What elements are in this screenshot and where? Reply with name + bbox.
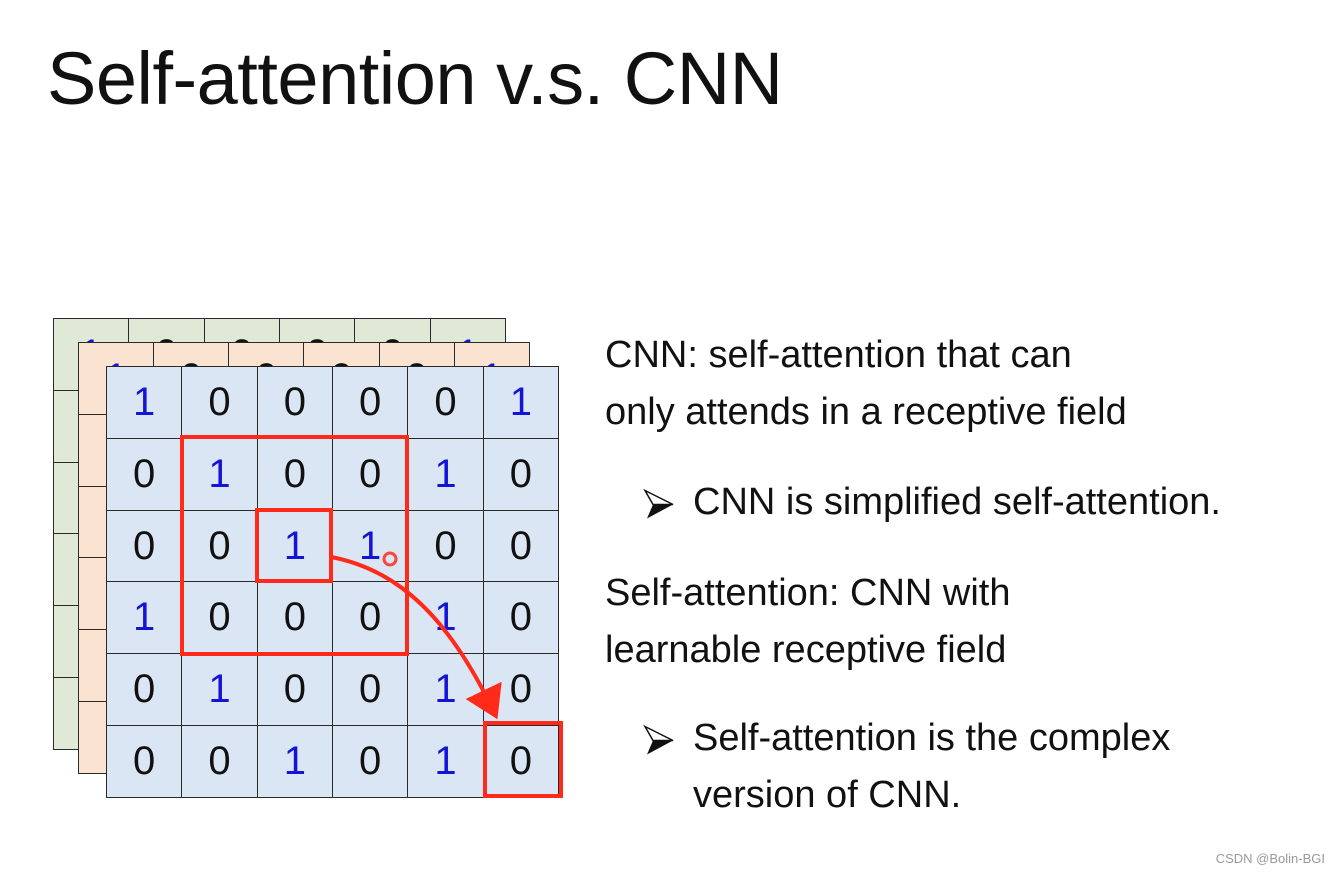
slide-title: Self-attention v.s. CNN <box>47 37 783 120</box>
matrix-cell: 0 <box>256 581 333 655</box>
matrix-cell: 0 <box>105 725 183 798</box>
matrix-cell: 0 <box>331 653 409 727</box>
matrix-cell: 1 <box>407 653 484 727</box>
matrix-cell: 1 <box>256 509 333 583</box>
matrix-cell: 1 <box>482 366 560 439</box>
matrix-cell: 0 <box>181 725 258 798</box>
bullet-cnn-simplified: CNN is simplified self-attention. <box>643 474 1221 531</box>
matrix-cell: 0 <box>181 509 258 583</box>
bullet-sa-complex: Self-attention is the complex version of… <box>643 710 1171 824</box>
arrowhead-bullet-icon <box>643 488 674 519</box>
matrix-cell: 1 <box>331 509 409 583</box>
matrix-cell: 0 <box>105 437 183 511</box>
cnn-description: CNN: self-attention that can only attend… <box>605 327 1127 441</box>
matrix-cell: 1 <box>256 725 333 798</box>
matrix-cell: 1 <box>105 366 183 439</box>
sa-line-1: Self-attention: CNN with <box>605 572 1011 614</box>
matrix-cell: 0 <box>331 581 409 655</box>
cnn-line-2: only attends in a receptive field <box>605 391 1127 433</box>
matrix-cell: 1 <box>407 437 484 511</box>
matrix-cell: 0 <box>331 366 409 439</box>
watermark: CSDN @Bolin-BGI <box>1215 851 1325 866</box>
matrix-cell: 0 <box>105 509 183 583</box>
matrix-cell: 0 <box>256 437 333 511</box>
matrix-cell: 0 <box>105 653 183 727</box>
matrix-cell: 0 <box>181 581 258 655</box>
matrix-cell: 1 <box>407 725 484 798</box>
matrix-cell: 0 <box>482 509 560 583</box>
matrix-cell: 1 <box>181 437 258 511</box>
cnn-line-1: CNN: self-attention that can <box>605 334 1072 376</box>
matrix-cell: 0 <box>256 653 333 727</box>
matrix-cell: 0 <box>407 366 484 439</box>
matrix-cell: 0 <box>482 653 560 727</box>
matrix-cell: 0 <box>407 509 484 583</box>
bullet-2-line-1: Self-attention is the complex <box>693 717 1171 759</box>
matrix-cell: 0 <box>482 437 560 511</box>
matrix-cell: 1 <box>407 581 484 655</box>
matrix-cell: 1 <box>105 581 183 655</box>
matrix-cell: 0 <box>482 581 560 655</box>
arrowhead-bullet-icon <box>643 724 674 755</box>
matrix-cell: 0 <box>181 366 258 439</box>
matrix-cell: 0 <box>482 725 560 798</box>
matrix-cell: 0 <box>331 725 409 798</box>
matrix-cell: 1 <box>181 653 258 727</box>
matrix-cell: 0 <box>256 366 333 439</box>
matrix-cell: 0 <box>331 437 409 511</box>
bullet-1-text: CNN is simplified self-attention. <box>693 481 1221 523</box>
bullet-2-line-2: version of CNN. <box>693 774 962 816</box>
self-attention-description: Self-attention: CNN with learnable recep… <box>605 565 1011 679</box>
sa-line-2: learnable receptive field <box>605 629 1007 671</box>
